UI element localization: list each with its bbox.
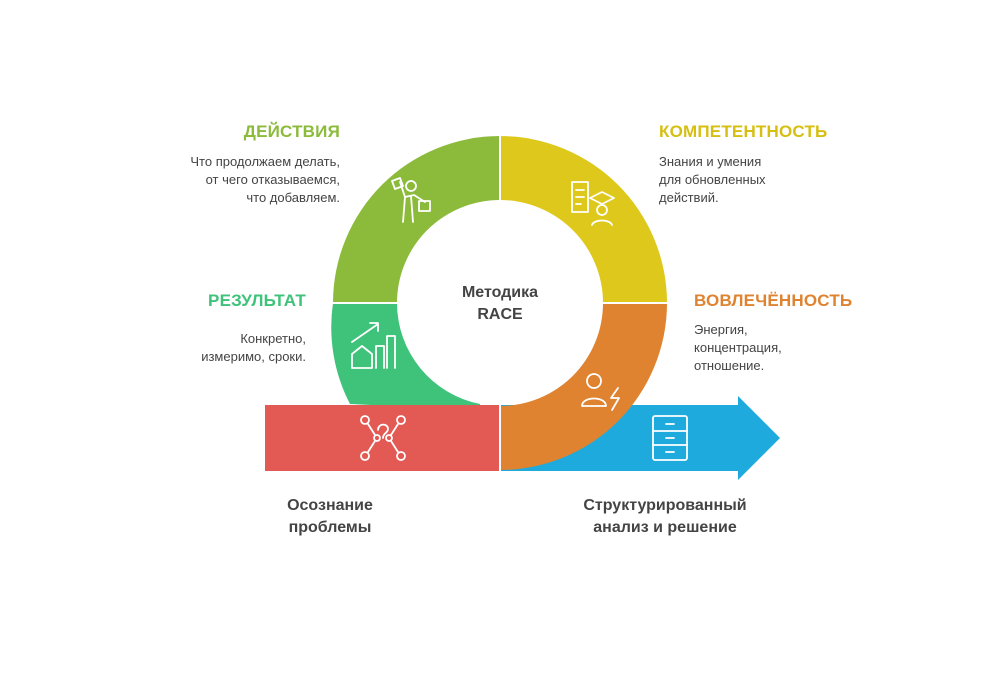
person-energy-icon [581, 373, 620, 411]
graduate-document-icon [571, 181, 615, 226]
competence-title: КОМПЕТЕНТНОСТЬ [659, 122, 828, 141]
engagement-description: Энергия, концентрация, отношение. [694, 322, 782, 373]
awareness-label: Осознание проблемы [287, 497, 373, 536]
competence-description: Знания и умения для обновленных действий… [659, 154, 766, 205]
engagement-title: ВОВЛЕЧЁННОСТЬ [694, 291, 853, 310]
center-title: Методика RACE [461, 284, 539, 323]
analysis-label: Структурированный анализ и решение [583, 497, 747, 536]
result-description: Конкретно, измеримо, сроки. [201, 331, 306, 364]
file-cabinet-icon [652, 415, 688, 461]
segment-engagement [500, 303, 667, 470]
actions-title: ДЕЙСТВИЯ [243, 122, 340, 141]
actions-description: Что продолжаем делать, от чего отказывае… [190, 154, 340, 205]
growth-chart-icon [351, 322, 396, 369]
segment-separators [331, 134, 669, 472]
awareness-bar [265, 405, 499, 471]
question-network-icon [360, 415, 406, 461]
segment-actions [333, 136, 500, 303]
segment-competence [500, 136, 667, 303]
person-with-briefcase-icon [391, 177, 431, 223]
result-title: РЕЗУЛЬТАТ [208, 291, 306, 310]
